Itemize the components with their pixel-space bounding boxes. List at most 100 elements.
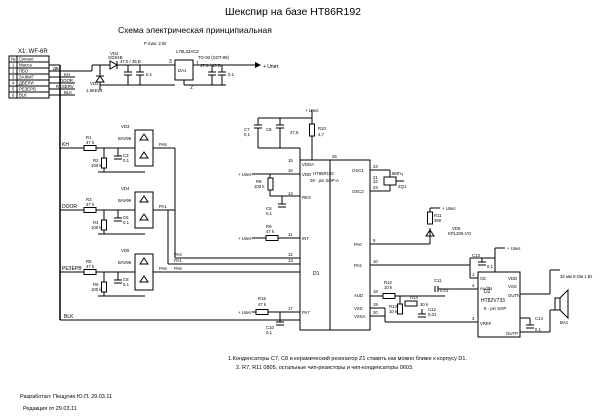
mcu-d1: HT86R192 28 - pin SOP-A D1 VDDA VDD RES … (288, 154, 378, 331)
capacitor-ref: C7 (244, 127, 250, 132)
resistor-ref: R12 (384, 280, 392, 285)
da1-type: L78L33ACZ (176, 49, 199, 54)
capacitor-ref: C9 (266, 206, 272, 211)
connector-row-name: Масса (19, 63, 32, 68)
oscillator-zq1: 8МГц ZQ1 (370, 169, 407, 192)
arrow-right-icon (255, 62, 261, 68)
da1-ref: DA1 (178, 68, 187, 73)
resistor-value: 390 (434, 218, 442, 223)
input-channel-kh: KH R1 47 k R2 100 k C3 0.1 VD3 BAV99 PA5 (60, 124, 175, 173)
amp-pin-outn: OUTN (508, 293, 520, 298)
resistor-ref: R11 (434, 213, 442, 218)
connector-x1: X1: WF-6R № Сигнал 1 Масса 2 ПБО 3 ЗАЖИГ… (8, 49, 50, 99)
vcc-label: + Uпит. (238, 172, 252, 177)
mcu-package: 28 - pin SOP-A (310, 178, 339, 183)
led-circuit: R11 390 + Uпит. VD6 KPL205-VO (370, 206, 472, 245)
da1-pin-2: 2 (190, 85, 193, 91)
diode-type: BAV99 (118, 198, 132, 203)
resistor-ref: R9 (266, 224, 272, 229)
resistor-ref: R10 (318, 126, 326, 131)
diode-type: BAV99 (118, 136, 132, 141)
resistor-icon (309, 123, 315, 137)
port-label: PA1 (159, 204, 167, 209)
connector-row-num: 6 (12, 93, 15, 98)
mcu-pin-number: 20 (373, 310, 378, 315)
connector-row-num: 3 (12, 75, 15, 80)
resistor-value: 47 k (258, 302, 267, 307)
mcu-pin-number: 13 (288, 258, 293, 263)
note-2: 2. R7, R11 0805, остальные чип-резисторы… (236, 365, 414, 371)
resistor-ref: R3 (86, 197, 92, 202)
port-label: PA6 (159, 266, 167, 271)
amp-pin-vref: VREF (480, 321, 492, 326)
amp-ref: D2 (484, 289, 491, 295)
mcu-pin-name: PA7 (302, 310, 310, 315)
mcu-pin-number: 16 (288, 168, 293, 173)
schematic-subtitle: Схема электрическая принципиальная (118, 25, 272, 35)
connector-output-label: KH (64, 72, 70, 77)
resistor-value: 47 k (86, 202, 95, 207)
capacitor-value: 0,1 (244, 132, 251, 137)
connector-row-num: 1 (12, 63, 15, 68)
port-label: PA5 (159, 142, 167, 147)
mcu-pin-number: 22 (373, 179, 378, 184)
resistor-icon (83, 207, 97, 213)
capacitor-value: 0,01 (428, 312, 437, 317)
led-type: KPL205-VO (448, 231, 472, 236)
c5-value: 0.1 (228, 72, 235, 77)
speaker-ref: BA1 (560, 320, 569, 325)
amp-pin-vss: VSS (508, 284, 517, 289)
diode-pair-icon (134, 191, 154, 229)
mcu-pin-name: VDDA (302, 162, 314, 167)
capacitor-value: 0,1 (266, 330, 273, 335)
vd1-ref: VD1 (90, 81, 99, 86)
resistor-icon (255, 309, 269, 315)
mcu-pin-number: 23 (373, 164, 378, 169)
vcc-label: + Uпит. (507, 246, 521, 251)
mcu-pin-name: VDD (302, 172, 311, 177)
amp-pin-number: 3 (472, 316, 475, 321)
capacitor-value: 0,1 (487, 264, 494, 269)
resistor-icon (101, 281, 107, 293)
led-ref: VD6 (452, 226, 461, 231)
speaker-ba1: 32 мм 8 Ом 1 Вт BA1 (520, 269, 592, 333)
connector-row-num: 2 (12, 69, 15, 74)
blk-label: BLK (64, 314, 74, 320)
audio-filter: R12 10 k R13 10 k R14 30 k C11 0,01 C12 … (370, 278, 478, 323)
power-output-label: + Uпит. (263, 64, 280, 70)
amp-package: 8 - pin SOP (484, 306, 506, 311)
footer-developer: Разработал: Пещугин Ю.П. 29.03.11 (20, 394, 112, 400)
resistor-icon (404, 300, 418, 307)
schematic-title: Шекспир на базе HT86R192 (225, 6, 361, 18)
amp-pin-ce: CE (480, 276, 486, 281)
resistor-icon (83, 269, 97, 275)
connector-col-num: № (11, 57, 16, 62)
mcu-pin-number: 14 (288, 191, 293, 196)
capacitor-value: 0,1 (266, 211, 273, 216)
connector-ref: X1: WF-6R (18, 49, 48, 55)
connector-row-name: ПБО (19, 69, 29, 74)
amp-pin-audin: AudIN (480, 286, 492, 291)
input-channel-reserve: РЕЗЕРВ R5 47 k R6 100 k C8 0.1 VD5 BAV99… (60, 248, 175, 297)
diode-ref: VD4 (121, 186, 130, 191)
resistor-value: 47 k (86, 264, 95, 269)
mcu-decoupling: C7 0,1 C8 47,5 R10 4,7 + Uпит. (244, 108, 326, 164)
connector-row-name: ВLК (19, 93, 27, 98)
mcu-pin-name: PA2 (354, 263, 362, 268)
capacitor-ref: C12 (428, 307, 436, 312)
mcu-pin-number: 21 (373, 175, 378, 180)
capacitor-value: 0.1 (123, 158, 130, 163)
mcu-ref: D1 (313, 271, 320, 277)
mcu-pin-name: PA0 (354, 242, 362, 247)
pa7-circuit: R15 47 k + Uпит. C10 0,1 (238, 296, 300, 335)
note-1: 1.Конденсаторы C7, C8 и керамический рез… (228, 355, 467, 362)
input-label: KH (62, 142, 69, 148)
mcu-pin-name: RES (302, 195, 311, 200)
capacitor-ref: C11 (434, 278, 442, 283)
capacitor-ref: C3 (123, 153, 129, 158)
resistor-ref: R2 (93, 158, 99, 163)
resistor-value: 100 k (91, 225, 102, 230)
diode-pair-icon (134, 129, 154, 167)
connector-output-label: DOOR (60, 78, 73, 83)
